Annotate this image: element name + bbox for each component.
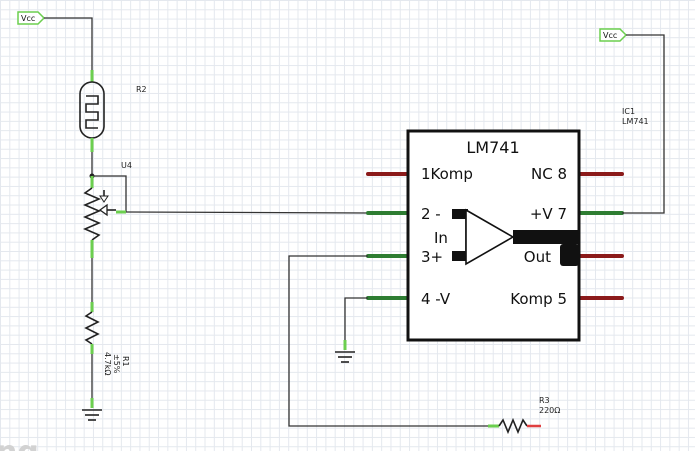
in-label: In: [434, 229, 448, 247]
ldr-serpentine: [85, 95, 99, 129]
r3-zigzag: [498, 417, 528, 435]
ic-ref-label: IC1: [622, 107, 635, 116]
vcc-flag-right[interactable]: Vcc: [599, 28, 628, 42]
r3-value-label: 220Ω: [539, 406, 560, 415]
opamp-symbol: In: [434, 208, 579, 266]
pin6-label: Out: [524, 248, 551, 266]
watermark-text: ng: [0, 435, 39, 451]
r3-ref-label: R3: [539, 396, 550, 405]
pin3-label: 3+: [421, 248, 443, 266]
r1-labels: R1 ±5% 4.7kΩ: [103, 352, 130, 375]
wire-pin4-to-ground[interactable]: [344, 297, 368, 348]
r1-zigzag: [84, 311, 100, 345]
r1-value-label: 4.7kΩ: [103, 352, 112, 375]
ldr-body: [79, 81, 105, 139]
wire-pot-to-pin2[interactable]: [125, 211, 371, 214]
pot-zigzag: [82, 187, 102, 241]
pin5-label: Komp 5: [510, 290, 567, 308]
pot-wiper-arrow: [98, 203, 108, 217]
pin1-label: 1Komp: [421, 165, 473, 183]
wire-vcc-to-pin7[interactable]: [622, 34, 665, 214]
potentiometer-u4[interactable]: [82, 173, 127, 259]
r1-tolerance-label: ±5%: [112, 354, 121, 374]
pin2-label: 2 -: [421, 205, 441, 223]
resistor-r1[interactable]: [84, 302, 100, 354]
ldr-ref-label: R2: [136, 85, 147, 94]
wire-pot-bypass: [92, 175, 127, 212]
ic-part-label: LM741: [622, 117, 649, 126]
vcc-flag-left[interactable]: Vcc: [17, 11, 46, 25]
wire-vcc-to-ldr[interactable]: [44, 17, 93, 70]
ground-symbol-right[interactable]: [335, 340, 355, 363]
vcc-left-label: Vcc: [21, 14, 35, 23]
wire-pin3-to-r3[interactable]: [288, 255, 488, 427]
ic-title: LM741: [466, 138, 519, 157]
pin8-label: NC 8: [531, 165, 567, 183]
ground-symbol-left[interactable]: [82, 398, 102, 421]
ldr-r2[interactable]: [79, 70, 105, 152]
r1-ref-label: R1: [121, 356, 130, 367]
pin7-label: +V 7: [530, 205, 567, 223]
resistor-r3[interactable]: [488, 417, 541, 435]
pin4-label: 4 -V: [421, 290, 451, 308]
pot-ref-label: U4: [121, 161, 132, 170]
vcc-right-label: Vcc: [603, 31, 617, 40]
